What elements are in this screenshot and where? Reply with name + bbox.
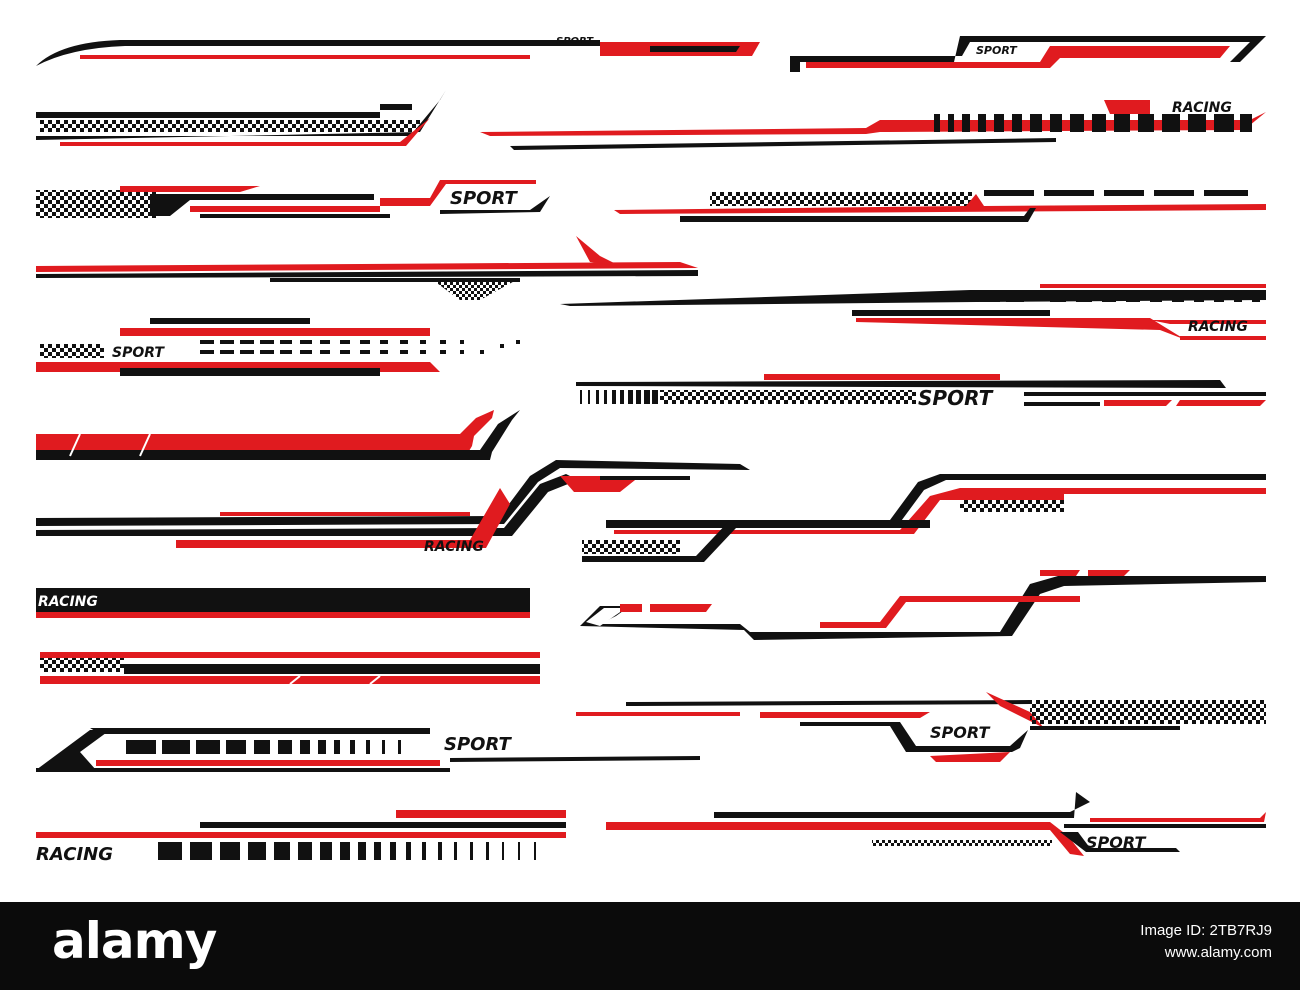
- stripe-11: RACING: [36, 810, 566, 865]
- stripe-18: [580, 570, 1266, 640]
- stripe-label: RACING: [424, 539, 484, 555]
- racing-stripes-artwork: SPORT SPORT: [36, 36, 1266, 865]
- stripe-4: [36, 236, 698, 300]
- stripe-19: SPORT: [576, 692, 1266, 762]
- stripe-label: SPORT: [556, 36, 594, 47]
- stripe-1: SPORT: [36, 36, 760, 66]
- stripe-16: SPORT: [576, 374, 1266, 410]
- stripe-8: RACING: [36, 588, 530, 618]
- stripe-15: RACING: [560, 284, 1266, 340]
- stripe-label: SPORT: [450, 188, 519, 209]
- stripe-5: SPORT: [36, 318, 520, 376]
- stripe-label: SPORT: [930, 723, 990, 742]
- alamy-logo: alamy: [52, 912, 217, 970]
- stripe-label: RACING: [38, 594, 98, 610]
- stripe-label: SPORT: [976, 44, 1018, 57]
- stripe-7: RACING: [36, 460, 750, 555]
- stripe-17: [582, 474, 1266, 562]
- stripe-9: [40, 652, 540, 685]
- site-url: www.alamy.com: [1164, 944, 1272, 961]
- stripe-label: RACING: [1188, 319, 1248, 335]
- stripe-label: RACING: [1172, 100, 1232, 116]
- stripe-10: SPORT: [36, 728, 700, 772]
- stripe-20: SPORT: [606, 792, 1266, 856]
- stripe-6: [36, 410, 520, 460]
- stripe-label: SPORT: [1086, 833, 1146, 852]
- image-info: Image ID: 2TB7RJ9 www.alamy.com: [1140, 920, 1272, 964]
- stripe-2: [36, 90, 446, 146]
- image-id: Image ID: 2TB7RJ9: [1140, 922, 1272, 939]
- stripe-12: SPORT: [790, 36, 1266, 72]
- stripe-label: SPORT: [444, 734, 513, 755]
- stripe-label: SPORT: [918, 386, 994, 410]
- stripe-14: [614, 190, 1266, 222]
- stripe-3: SPORT: [36, 180, 550, 218]
- watermark-footer: alamy Image ID: 2TB7RJ9 www.alamy.com: [0, 902, 1300, 990]
- stripe-label: SPORT: [112, 345, 165, 361]
- stripe-label: RACING: [36, 844, 113, 865]
- stripe-13: RACING: [480, 100, 1266, 150]
